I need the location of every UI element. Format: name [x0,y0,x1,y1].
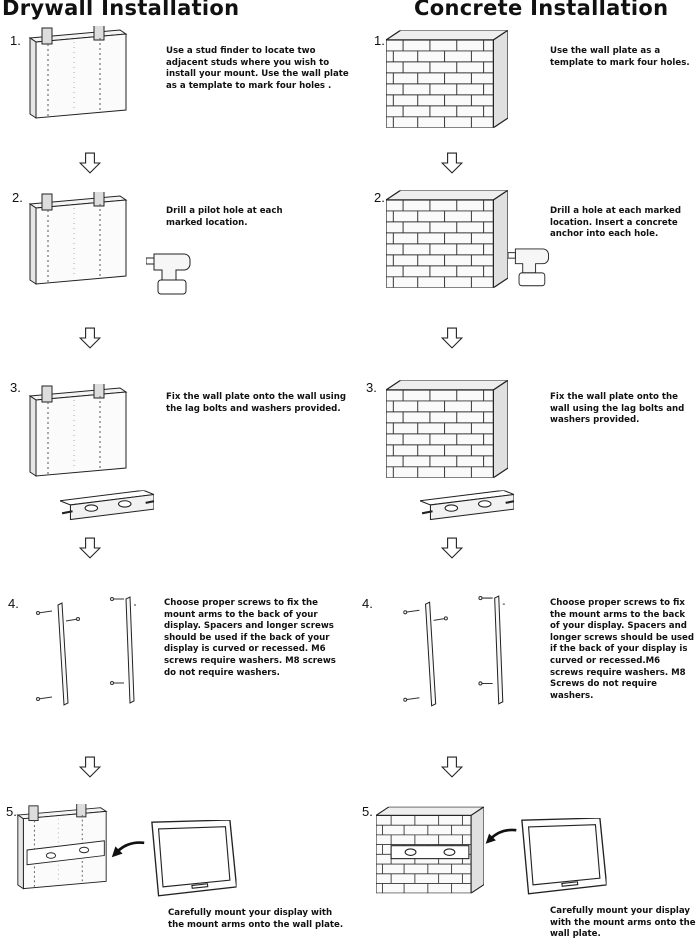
drywall-step-5-number: 5. [6,804,17,819]
down-arrow-icon [441,756,463,778]
drywall-step-3-number: 3. [10,380,21,395]
drywall-wall-illustration [28,380,128,488]
drywall-wall-illustration [28,20,128,132]
drywall-step-5-text: Carefully mount your display with the mo… [168,908,344,930]
concrete-step-4-text: Choose proper screws to fix the mount ar… [550,598,695,701]
concrete-step-1-text: Use the wall plate as a template to mark… [550,46,690,68]
drywall-step-4-text: Choose proper screws to fix the mount ar… [164,598,336,678]
concrete-step-5-number: 5. [362,804,373,819]
down-arrow-icon [441,537,463,559]
drywall-wall-illustration [28,188,128,296]
concrete-step-2-text: Drill a hole at each marked location. In… [550,206,681,240]
concrete-step-3-text: Fix the wall plate onto the wall using t… [550,392,685,426]
drywall-title: Drywall Installation [2,0,240,20]
down-arrow-icon [79,537,101,559]
concrete-step-1-number: 1. [374,33,385,48]
display-illustration [142,820,242,898]
concrete-step-4-number: 4. [362,596,373,611]
down-arrow-icon [441,152,463,174]
power-drill-icon [146,230,196,302]
curved-arrow-icon [110,838,146,862]
drywall-step-2-text: Drill a pilot hole at each marked locati… [166,206,283,228]
down-arrow-icon [441,327,463,349]
concrete-title: Concrete Installation [414,0,669,20]
concrete-step-2-number: 2. [374,190,385,205]
concrete-step-3-number: 3. [366,380,377,395]
brick-wall-illustration [386,380,508,478]
drywall-step-4-number: 4. [8,596,19,611]
drywall-step-1-text: Use a stud finder to locate two adjacent… [166,46,349,91]
brick-wall-illustration [386,190,508,288]
drywall-step-3-text: Fix the wall plate onto the wall using t… [166,392,346,414]
mount-arms-illustration [402,594,506,716]
display-illustration [516,818,608,896]
mount-arms-illustration [36,594,136,716]
down-arrow-icon [79,756,101,778]
drywall-step-1-number: 1. [10,33,21,48]
down-arrow-icon [79,327,101,349]
drywall-wall-with-plate-illustration [16,802,108,898]
brick-wall-with-plate-illustration [376,806,484,894]
wall-plate-illustration [60,486,154,526]
wall-plate-illustration [420,486,514,526]
power-drill-icon [508,226,554,294]
brick-wall-illustration [386,30,508,128]
down-arrow-icon [79,152,101,174]
curved-arrow-icon [484,826,518,848]
concrete-step-5-text: Carefully mount your display with the mo… [550,906,696,940]
drywall-step-2-number: 2. [12,190,23,205]
